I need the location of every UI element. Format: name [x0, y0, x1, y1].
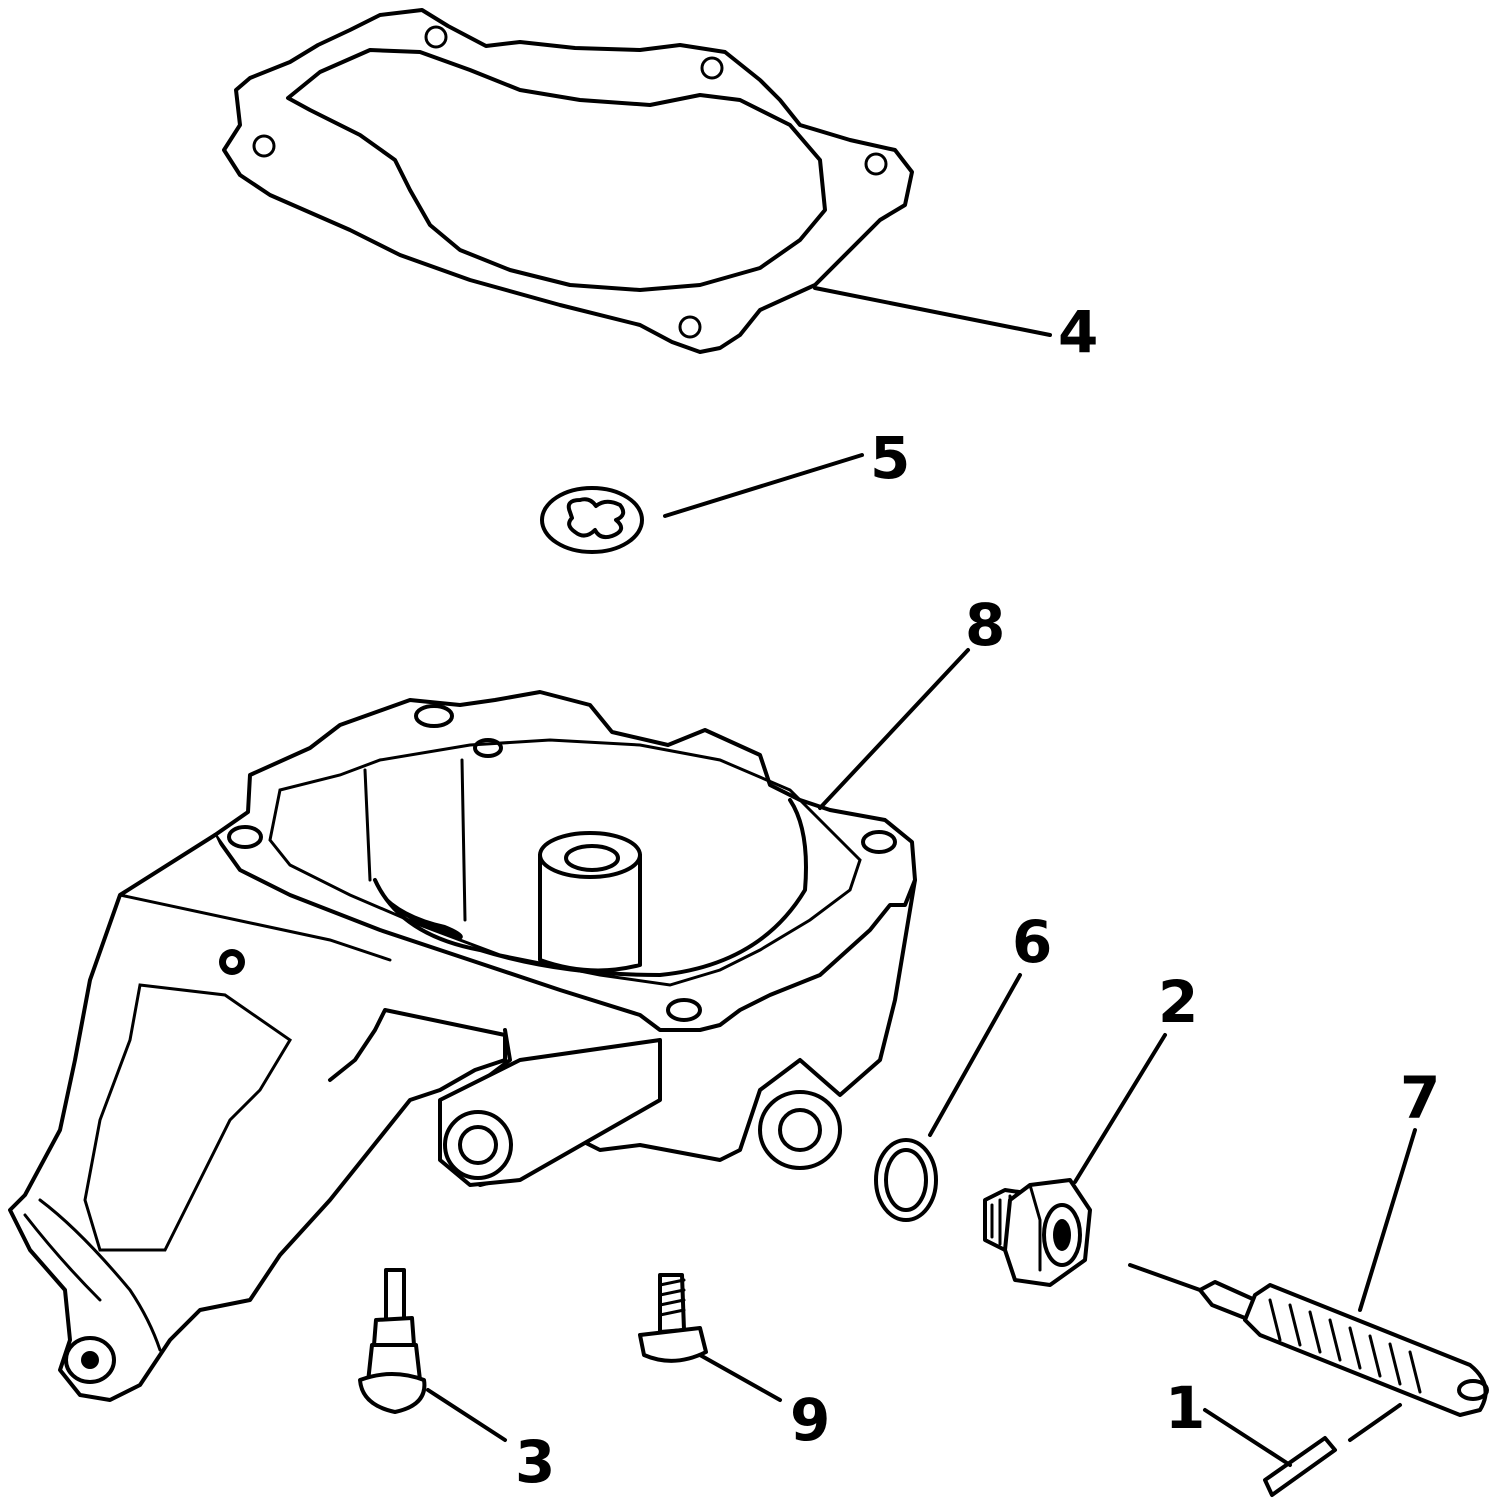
pin-part — [1263, 1436, 1337, 1497]
callout-7: 7 — [1400, 1064, 1440, 1132]
screw-9-part — [638, 1273, 708, 1363]
leader-line-7 — [1358, 1128, 1417, 1312]
leader-line-9 — [698, 1353, 782, 1402]
callout-5: 5 — [870, 424, 910, 492]
gasket-part — [222, 8, 914, 354]
leader-line-1b — [1348, 1403, 1402, 1442]
leader-line-3 — [426, 1388, 507, 1442]
screw-3-part — [358, 1268, 427, 1414]
callout-9: 9 — [790, 1386, 830, 1454]
callout-6: 6 — [1012, 908, 1052, 976]
washer-part — [874, 1138, 938, 1222]
leader-lines — [426, 286, 1417, 1467]
float-bowl-part — [8, 690, 917, 1402]
callout-4: 4 — [1058, 298, 1098, 366]
retaining-ring-part — [540, 486, 644, 554]
needle-valve-part — [1128, 1263, 1489, 1417]
callout-2: 2 — [1158, 968, 1198, 1036]
leader-line-5 — [663, 453, 864, 518]
callout-8: 8 — [965, 591, 1005, 659]
callout-3: 3 — [515, 1428, 555, 1496]
leader-line-8 — [818, 648, 970, 810]
callout-labels: 4 5 8 6 2 7 1 3 9 — [515, 298, 1440, 1496]
callout-1: 1 — [1165, 1374, 1205, 1442]
leader-line-4 — [813, 286, 1052, 337]
leader-line-1 — [1203, 1408, 1292, 1467]
leader-line-6 — [928, 973, 1022, 1137]
leader-line-2 — [1073, 1033, 1167, 1184]
plug-part — [983, 1178, 1092, 1287]
